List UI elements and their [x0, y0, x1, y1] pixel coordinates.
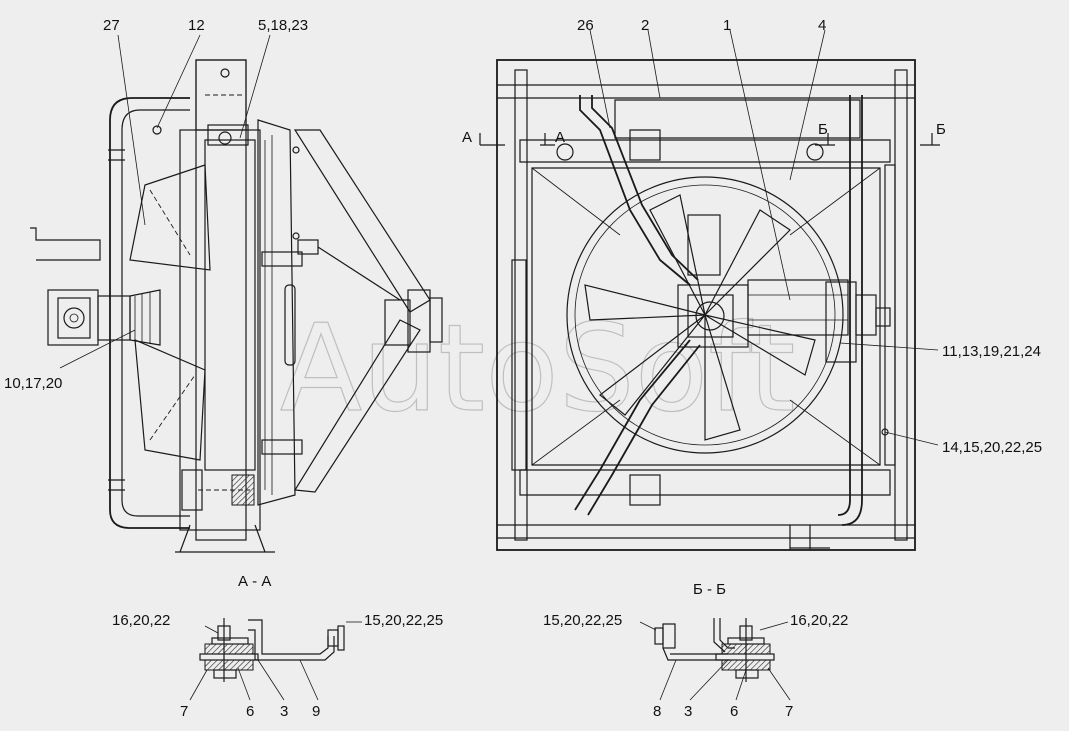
callout-14-15-20-22-25: 14,15,20,22,25	[942, 439, 1042, 456]
section-bb-title: Б - Б	[693, 581, 726, 598]
aa-callout-7: 7	[180, 703, 188, 720]
aa-callout-3: 3	[280, 703, 288, 720]
aa-callout-15-20-22-25: 15,20,22,25	[364, 612, 443, 629]
callout-26: 26	[577, 17, 594, 34]
section-mark-b-left: Б	[818, 121, 828, 138]
bb-callout-3: 3	[684, 703, 692, 720]
callout-5-18-23: 5,18,23	[258, 17, 308, 34]
section-aa-title: А - А	[238, 573, 271, 590]
bb-callout-8: 8	[653, 703, 661, 720]
callout-11-13-19-21-24: 11,13,19,21,24	[942, 343, 1041, 360]
watermark: AutoSoft	[280, 300, 795, 439]
section-mark-a-right: А	[555, 129, 565, 146]
callout-2: 2	[641, 17, 649, 34]
side-view	[30, 34, 443, 553]
bb-callout-16-20-22: 16,20,22	[790, 612, 848, 629]
bb-callout-7: 7	[785, 703, 793, 720]
section-bb-detail	[639, 618, 791, 701]
callout-4: 4	[818, 17, 826, 34]
aa-callout-9: 9	[312, 703, 320, 720]
callout-1: 1	[723, 17, 731, 34]
section-aa-detail	[189, 618, 362, 701]
callout-10-17-20: 10,17,20	[4, 375, 62, 392]
aa-callout-16-20-22: 16,20,22	[112, 612, 170, 629]
section-mark-b-right: Б	[936, 121, 946, 138]
front-view	[479, 29, 940, 551]
callout-27: 27	[103, 17, 120, 34]
callout-12: 12	[188, 17, 205, 34]
section-mark-a-left: А	[462, 129, 472, 146]
bb-callout-15-20-22-25: 15,20,22,25	[543, 612, 622, 629]
bb-callout-6: 6	[730, 703, 738, 720]
aa-callout-6: 6	[246, 703, 254, 720]
